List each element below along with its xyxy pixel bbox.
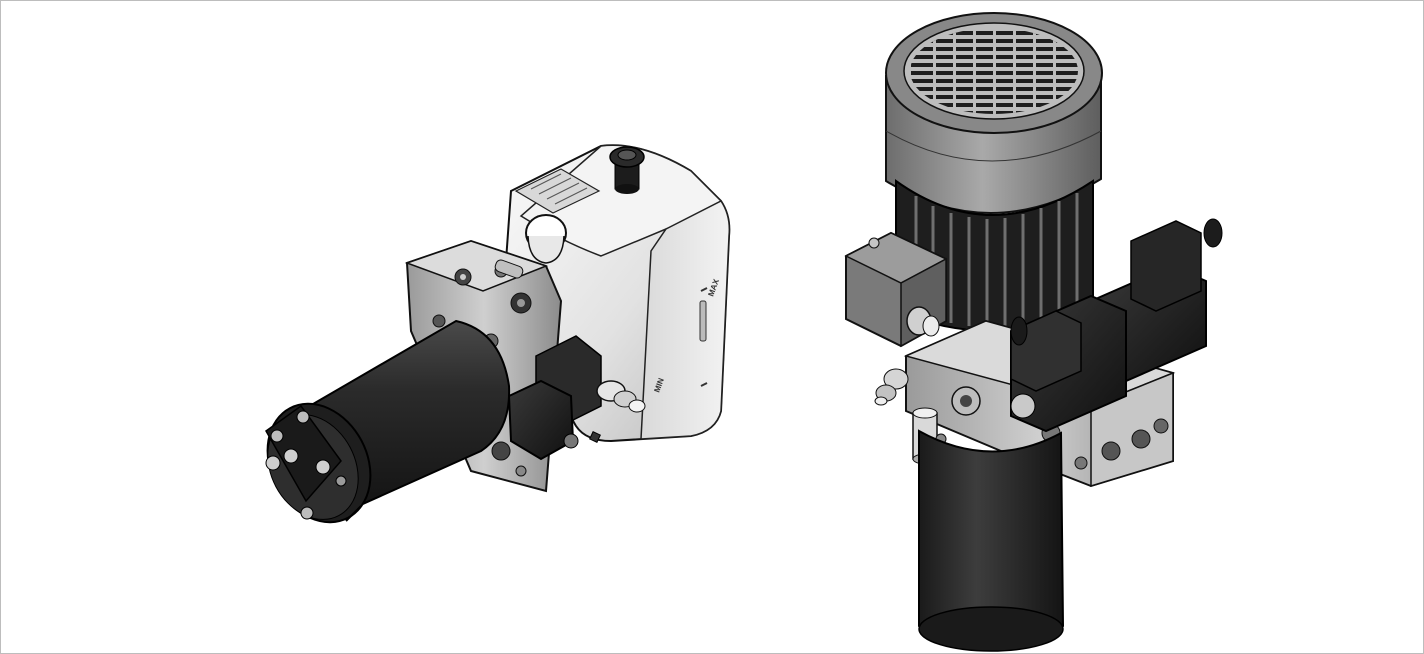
vertical-power-pack xyxy=(844,12,1223,652)
directional-valve-lower xyxy=(1010,294,1127,433)
horizontal-power-pack: MAX MIN xyxy=(265,144,731,524)
solenoid-valve xyxy=(507,335,646,461)
terminal-box xyxy=(844,231,948,348)
oil-tank-vertical xyxy=(918,429,1065,652)
motor-fan-cover xyxy=(885,12,1103,214)
motor-terminals xyxy=(265,410,347,520)
return-fitting xyxy=(874,368,909,406)
cable-gland xyxy=(906,306,940,337)
breather-fitting xyxy=(525,214,567,264)
filler-cap xyxy=(609,146,645,194)
fan-cover-grille xyxy=(911,28,1078,114)
dc-motor xyxy=(265,319,511,524)
pressure-fitting xyxy=(596,380,646,413)
